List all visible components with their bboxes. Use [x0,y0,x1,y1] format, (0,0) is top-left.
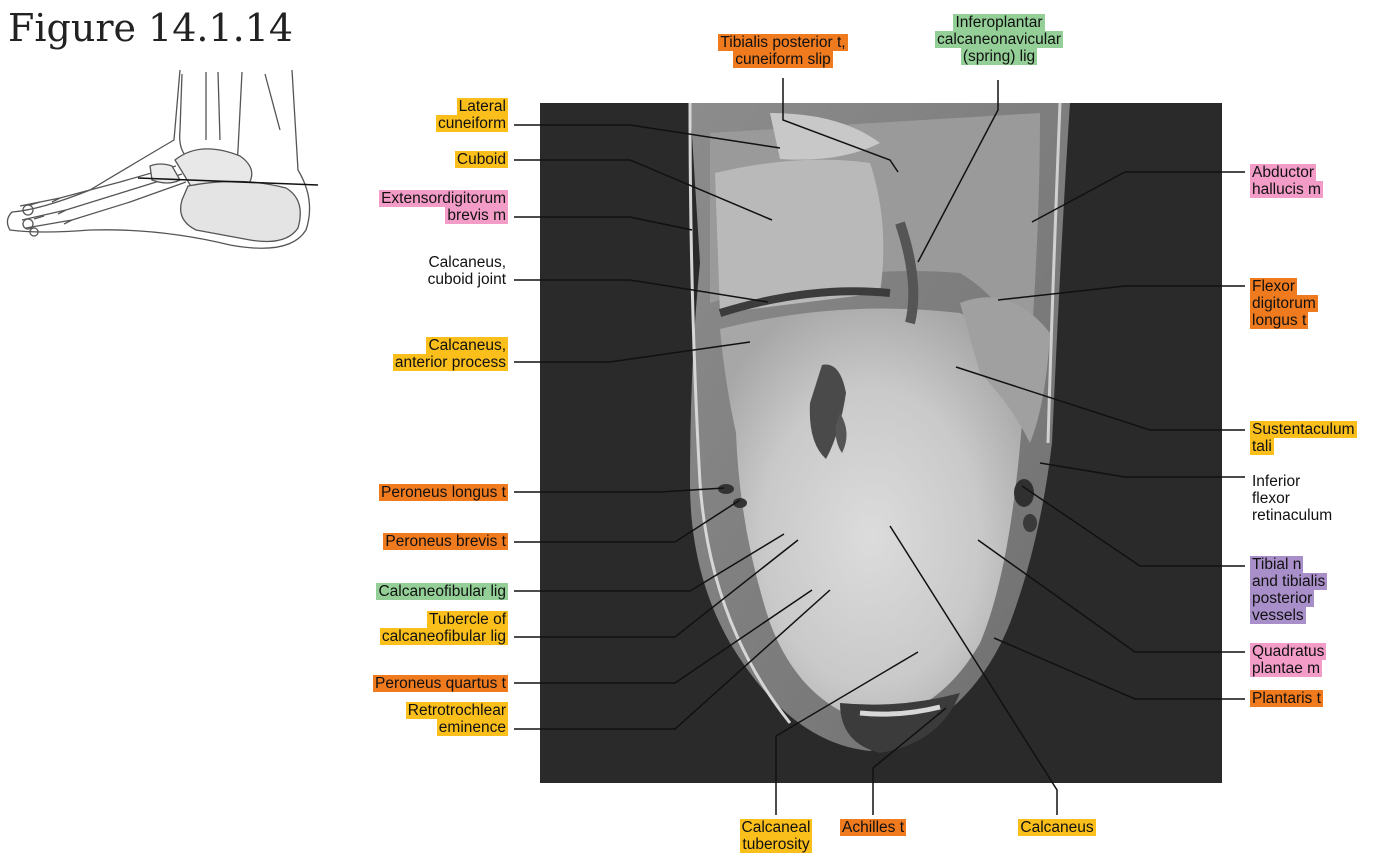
label-achilles-text: Achilles t [840,819,906,836]
label-edb: Extensordigitorum brevis m [330,190,508,224]
label-spring-lig-text: Inferoplantar calcaneonavicular (spring)… [935,14,1063,65]
label-calcaneofibular-lig: Calcaneofibular lig [330,583,508,600]
label-calcaneal-tuberosity: Calcaneal tuberosity [716,819,836,853]
label-spring-lig: Inferoplantar calcaneonavicular (spring)… [910,14,1088,65]
label-peroneus-quartus: Peroneus quartus t [330,675,508,692]
label-retrotrochlear: Retrotrochlear eminence [360,702,508,736]
label-achilles: Achilles t [823,819,923,836]
label-calc-anterior-process-text: Calcaneus, anterior process [393,337,508,371]
label-calcaneofibular-lig-text: Calcaneofibular lig [376,583,508,600]
label-calcaneus: Calcaneus [997,819,1117,836]
label-peroneus-quartus-text: Peroneus quartus t [373,675,508,692]
label-tibialis-posterior: Tibialis posterior t, cuneiform slip [690,34,876,68]
label-edb-text: Extensordigitorum brevis m [379,190,508,224]
label-quadratus-plantae: Quadratus plantae m [1250,643,1370,677]
label-lateral-cuneiform: Lateral cuneiform [380,98,508,132]
label-plantaris-text: Plantaris t [1250,690,1323,707]
label-calc-cuboid-joint-text: Calcaneus, cuboid joint [426,254,508,288]
label-inferior-flexor-ret: Inferior flexor retinaculum [1250,473,1380,524]
label-inferior-flexor-ret-text: Inferior flexor retinaculum [1250,473,1334,524]
label-plantaris: Plantaris t [1250,690,1370,707]
label-sustentaculum: Sustentaculum tali [1250,421,1380,455]
label-abductor-hallucis-text: Abductor hallucis m [1250,164,1323,198]
label-fdl: Flexor digitorum longus t [1250,278,1350,329]
label-peroneus-longus-text: Peroneus longus t [379,484,508,501]
label-abductor-hallucis: Abductor hallucis m [1250,164,1370,198]
label-tubercle-cfl-text: Tubercle of calcaneofibular lig [380,611,508,645]
label-calc-cuboid-joint: Calcaneus, cuboid joint [360,254,508,288]
foot-skeleton-lateral-view-icon [0,70,320,260]
label-tibial-n-text: Tibial n and tibialis posterior vessels [1250,556,1327,624]
label-peroneus-brevis-text: Peroneus brevis t [383,533,508,550]
label-quadratus-plantae-text: Quadratus plantae m [1250,643,1326,677]
label-cuboid: Cuboid [380,151,508,168]
label-tubercle-cfl: Tubercle of calcaneofibular lig [350,611,508,645]
figure-title: Figure 14.1.14 [8,6,293,50]
label-cuboid-text: Cuboid [455,151,508,168]
label-peroneus-longus: Peroneus longus t [340,484,508,501]
label-calcaneal-tuberosity-text: Calcaneal tuberosity [740,819,813,853]
label-calcaneus-text: Calcaneus [1018,819,1095,836]
label-tibial-n: Tibial n and tibialis posterior vessels [1250,556,1370,624]
label-lateral-cuneiform-text: Lateral cuneiform [436,98,508,132]
label-retrotrochlear-text: Retrotrochlear eminence [406,702,508,736]
label-calc-anterior-process: Calcaneus, anterior process [348,337,508,371]
label-fdl-text: Flexor digitorum longus t [1250,278,1318,329]
mri-foot-sagittal-scan-icon [540,103,1222,783]
label-peroneus-brevis: Peroneus brevis t [340,533,508,550]
label-sustentaculum-text: Sustentaculum tali [1250,421,1357,455]
label-tibialis-posterior-text: Tibialis posterior t, cuneiform slip [718,34,847,68]
